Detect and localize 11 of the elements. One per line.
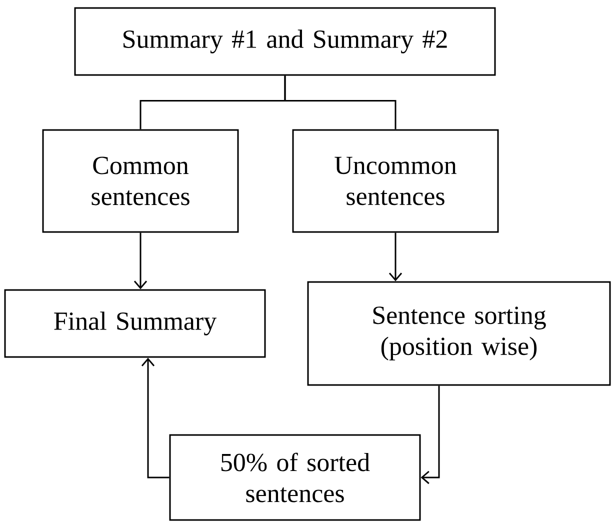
process-box: Uncommon sentences <box>292 129 499 233</box>
connector <box>388 232 402 282</box>
process-box: Summary #1 and Summary #2 <box>74 7 496 76</box>
connector <box>284 76 396 130</box>
process-box: Common sentences <box>42 129 239 233</box>
connector <box>420 386 440 484</box>
connector <box>141 358 170 478</box>
process-box: 50% of sorted sentences <box>169 434 421 521</box>
process-box: Final Summary <box>4 289 266 358</box>
connector <box>134 232 148 290</box>
process-box: Sentence sorting (position wise) <box>307 281 611 386</box>
